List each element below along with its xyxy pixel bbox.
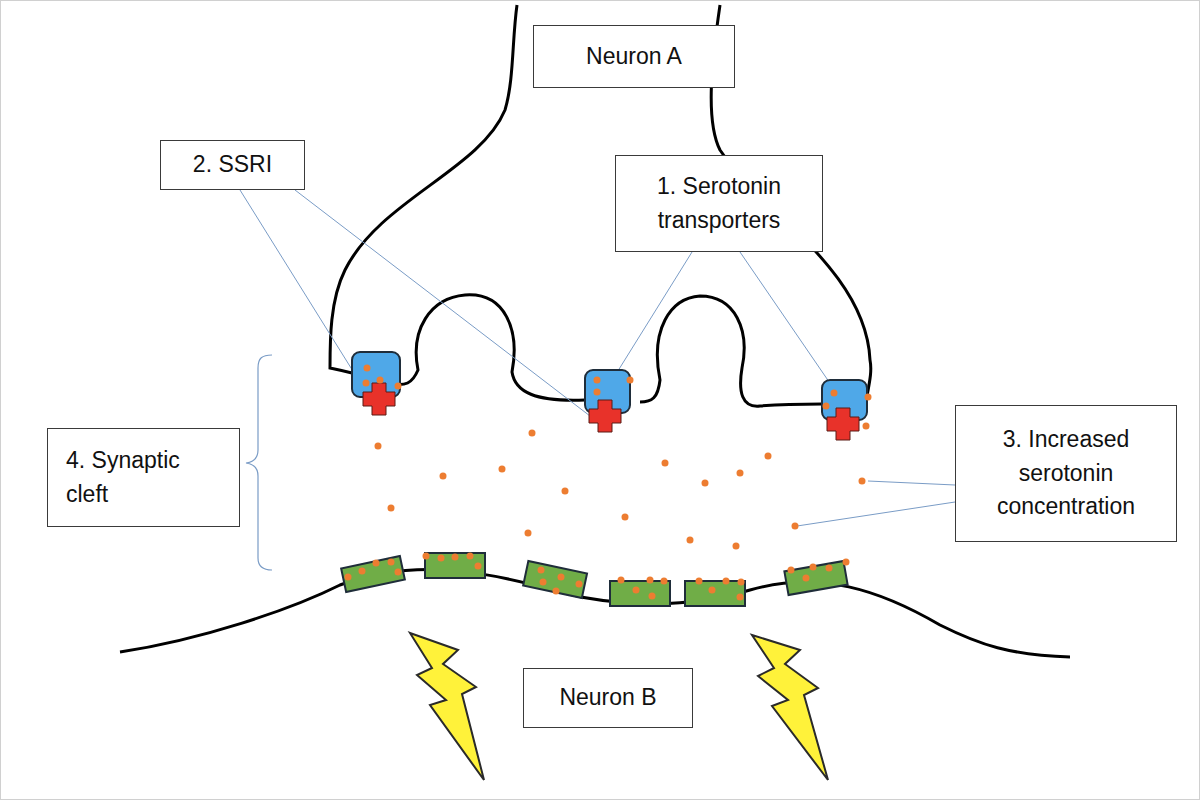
serotonin-dot — [622, 514, 629, 521]
serotonin-dot — [529, 430, 536, 437]
text-box: 1. Serotonin transporters — [615, 155, 823, 252]
serotonin-dot — [662, 460, 669, 467]
text-box: Neuron B — [523, 668, 693, 728]
serotonin-dot — [363, 380, 370, 387]
serotonin-dot — [737, 470, 744, 477]
serotonin-dot — [633, 587, 640, 594]
box-label: 3. Increased serotonin concentration — [968, 423, 1164, 523]
leader-line — [295, 190, 590, 416]
serotonin-dot — [738, 579, 745, 586]
serotonin-dot — [709, 587, 716, 594]
serotonin-dot — [345, 574, 352, 581]
receptor — [523, 561, 587, 598]
serotonin-dot — [865, 394, 872, 401]
ssri-cross — [363, 383, 395, 415]
serotonin-dot — [377, 377, 384, 384]
serotonin-dot — [452, 554, 459, 561]
serotonin-dot — [553, 588, 560, 595]
receptors — [341, 553, 847, 606]
receptor — [685, 581, 745, 606]
serotonin-dot — [538, 567, 545, 574]
serotonin-dot — [733, 543, 740, 550]
serotonin-dot — [826, 565, 833, 572]
neuron-b-outline — [120, 570, 1070, 657]
serotonin-dot — [723, 578, 730, 585]
serotonin-dot — [687, 537, 694, 544]
receptor — [610, 581, 670, 606]
serotonin-dot — [467, 553, 474, 560]
serotonin-dot — [364, 365, 371, 372]
action-potentials — [410, 633, 828, 780]
lightning-bolt — [752, 635, 828, 780]
serotonin-dot — [388, 559, 395, 566]
serotonin-dot — [594, 389, 601, 396]
ssri-cross — [589, 400, 621, 432]
serotonin-dot — [792, 523, 799, 530]
serotonin-dot — [803, 575, 810, 582]
serotonin-dot — [475, 563, 482, 570]
ssri-molecules — [363, 383, 859, 440]
serotonin-dot — [765, 453, 772, 460]
serotonin-dot — [423, 553, 430, 560]
serotonin-dot — [843, 559, 850, 566]
lightning-bolt — [410, 633, 484, 780]
serotonin-dot — [661, 578, 668, 585]
serotonin-dot — [395, 383, 402, 390]
serotonin-dot — [823, 403, 830, 410]
serotonin-dot — [618, 577, 625, 584]
serotonin-dot — [562, 488, 569, 495]
serotonin-dot — [359, 568, 366, 575]
serotonin-dot — [647, 577, 654, 584]
leader-line — [616, 252, 692, 374]
serotonin-dot — [388, 505, 395, 512]
serotonin-dot — [375, 443, 382, 450]
box-label: 1. Serotonin transporters — [630, 170, 808, 237]
serotonin-dot — [831, 390, 838, 397]
serotonin-molecules — [345, 365, 872, 601]
serotonin-dot — [594, 377, 601, 384]
serotonin-dot — [627, 377, 634, 384]
serotonin-dot — [525, 530, 532, 537]
leader-line — [868, 481, 955, 485]
serotonin-dot — [438, 555, 445, 562]
leader-line — [740, 252, 836, 392]
serotonin-dot — [859, 478, 866, 485]
serotonin-dot — [788, 567, 795, 574]
serotonin-dot — [810, 564, 817, 571]
receptor — [341, 556, 405, 592]
serotonin-dot — [440, 473, 447, 480]
serotonin-dot — [576, 581, 583, 588]
leader-line — [797, 502, 955, 526]
box-label: 4. Synaptic cleft — [66, 444, 189, 511]
serotonin-dot — [737, 594, 744, 601]
serotonin-dot — [649, 593, 656, 600]
box-label: Neuron B — [532, 681, 684, 714]
serotonin-dot — [373, 560, 380, 567]
text-box: 2. SSRI — [160, 140, 305, 190]
serotonin-dot — [863, 423, 870, 430]
box-label: Neuron A — [542, 40, 726, 73]
serotonin-dot — [558, 574, 565, 581]
cleft-bracket — [246, 355, 272, 570]
leader-lines — [240, 190, 955, 526]
serotonin-dot — [696, 578, 703, 585]
neuron-a-outline — [640, 296, 822, 406]
text-box: 4. Synaptic cleft — [47, 428, 240, 527]
serotonin-dot — [395, 569, 402, 576]
serotonin-dot — [499, 466, 506, 473]
serotonin-dot — [540, 579, 547, 586]
ssri-cross — [827, 408, 859, 440]
text-box: 3. Increased serotonin concentration — [955, 405, 1177, 542]
receptor — [425, 553, 485, 578]
serotonin-dot — [702, 480, 709, 487]
box-label: 2. SSRI — [169, 148, 296, 181]
text-box: Neuron A — [533, 25, 735, 88]
receptor — [784, 561, 847, 595]
